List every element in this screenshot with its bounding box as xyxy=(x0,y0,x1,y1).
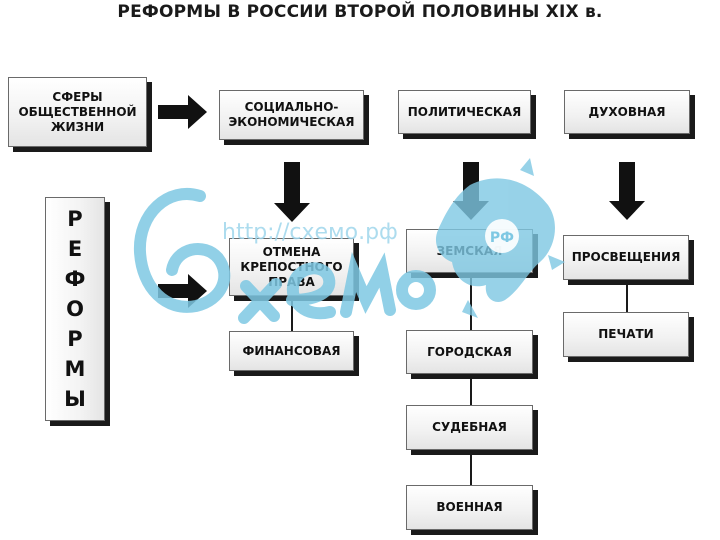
page-title: РЕФОРМЫ В РОССИИ ВТОРОЙ ПОЛОВИНЫ XIX в. xyxy=(117,2,603,22)
reforms-letter-7: Ы xyxy=(64,387,86,411)
reforms-letter-1: Р xyxy=(67,207,83,231)
reforms-letter-2: Е xyxy=(67,237,83,261)
sphere-political-label: ПОЛИТИЧЕСКАЯ xyxy=(407,104,522,119)
reform-financial-label: ФИНАНСОВАЯ xyxy=(242,343,341,358)
reform-judicial-label: СУДЕБНАЯ xyxy=(432,420,507,434)
reform-city-label: ГОРОДСКАЯ xyxy=(427,344,512,359)
arrow-down-socio-economic-icon xyxy=(274,162,310,222)
reforms-vertical-box: Р Е Ф О Р М Ы xyxy=(45,197,105,421)
sphere-socio-economic-box: СОЦИАЛЬНО- ЭКОНОМИЧЕСКАЯ xyxy=(219,90,364,140)
sphere-spiritual-box: ДУХОВНАЯ xyxy=(564,90,690,134)
reform-military-box: ВОЕННАЯ xyxy=(406,485,533,530)
reforms-letter-5: Р xyxy=(67,327,83,351)
reform-military-label: ВОЕННАЯ xyxy=(436,500,503,514)
reforms-letter-6: М xyxy=(64,357,86,381)
arrow-down-spiritual-icon xyxy=(609,162,645,220)
spheres-of-social-life-label: СФЕРЫ ОБЩЕСТВЕННОЙ ЖИЗНИ xyxy=(18,89,137,134)
sphere-socio-economic-label: СОЦИАЛЬНО- ЭКОНОМИЧЕСКАЯ xyxy=(228,100,355,129)
reforms-letter-4: О xyxy=(66,297,84,321)
reforms-letter-3: Ф xyxy=(64,267,86,291)
reform-city-box: ГОРОДСКАЯ xyxy=(406,330,533,374)
reform-education-label: ПРОСВЕЩЕНИЯ xyxy=(571,250,681,264)
reform-financial-box: ФИНАНСОВАЯ xyxy=(229,331,354,371)
reform-press-label: ПЕЧАТИ xyxy=(598,327,654,341)
spheres-of-social-life-box: СФЕРЫ ОБЩЕСТВЕННОЙ ЖИЗНИ xyxy=(8,77,147,147)
arrow-down-political-icon xyxy=(453,162,489,220)
arrow-right-reforms-icon xyxy=(158,274,207,308)
reform-education-box: ПРОСВЕЩЕНИЯ xyxy=(563,235,689,280)
sphere-political-box: ПОЛИТИЧЕСКАЯ xyxy=(398,90,531,134)
sphere-spiritual-label: ДУХОВНАЯ xyxy=(588,104,666,119)
reform-press-box: ПЕЧАТИ xyxy=(563,312,689,357)
reform-judicial-box: СУДЕБНАЯ xyxy=(406,405,533,450)
arrow-right-spheres-icon xyxy=(158,95,207,129)
watermark-url: http://схемо.рф xyxy=(222,220,398,245)
